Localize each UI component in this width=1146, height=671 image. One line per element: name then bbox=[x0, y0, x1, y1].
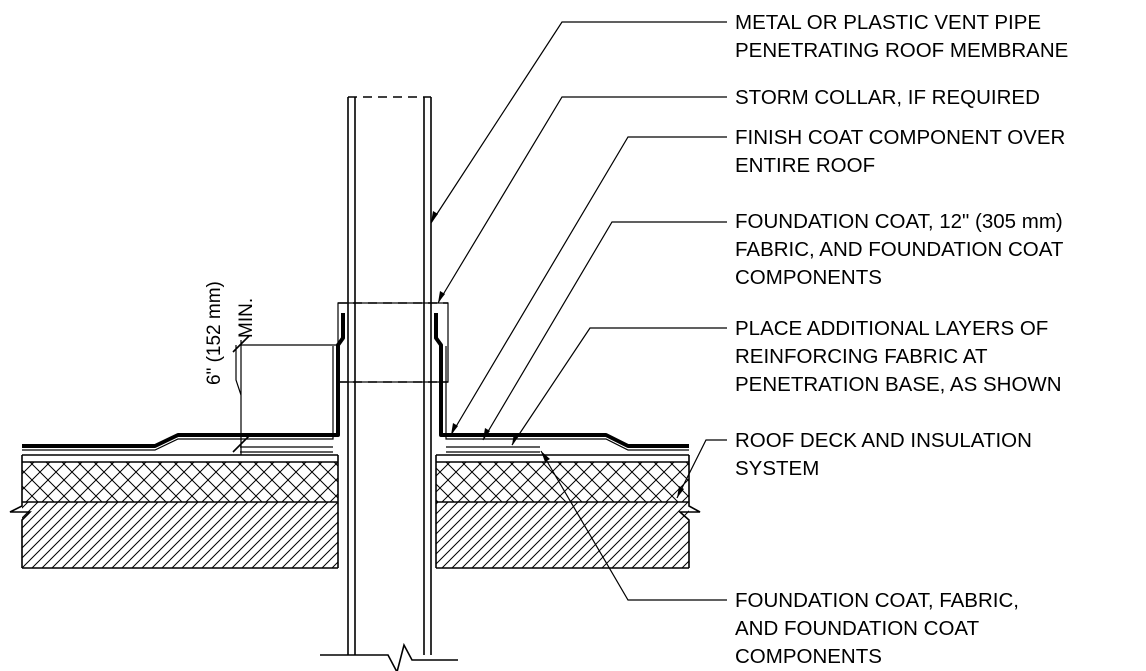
callout-storm-collar: STORM COLLAR, IF REQUIRED bbox=[735, 86, 1040, 109]
callout-foundation-12-line3: COMPONENTS bbox=[735, 266, 882, 289]
callout-additional-layers-line2: REINFORCING FABRIC AT bbox=[735, 345, 988, 368]
callout-labels: METAL OR PLASTIC VENT PIPE PENETRATING R… bbox=[735, 11, 1068, 668]
callout-roof-deck-line1: ROOF DECK AND INSULATION bbox=[735, 429, 1032, 452]
roof-deck-right bbox=[435, 454, 701, 569]
leader-lines bbox=[430, 21, 727, 601]
callout-vent-pipe-line1: METAL OR PLASTIC VENT PIPE bbox=[735, 11, 1041, 34]
dimension-value: 6" (152 mm) bbox=[204, 281, 225, 385]
dimension-qualifier: MIN. bbox=[236, 298, 257, 338]
roof-deck-left bbox=[9, 454, 339, 569]
vent-pipe bbox=[320, 96, 458, 671]
callout-additional-layers-line1: PLACE ADDITIONAL LAYERS OF bbox=[735, 317, 1048, 340]
callout-roof-deck-line2: SYSTEM bbox=[735, 457, 819, 480]
callout-foundation-12-line1: FOUNDATION COAT, 12" (305 mm) bbox=[735, 210, 1063, 233]
callout-foundation-fabric-line3: COMPONENTS bbox=[735, 645, 882, 668]
callout-finish-coat-line2: ENTIRE ROOF bbox=[735, 154, 875, 177]
callout-foundation-12-line2: FABRIC, AND FOUNDATION COAT bbox=[735, 238, 1064, 261]
membrane-left bbox=[22, 313, 345, 453]
callout-foundation-fabric-line1: FOUNDATION COAT, FABRIC, bbox=[735, 589, 1019, 612]
callout-foundation-fabric-line2: AND FOUNDATION COAT bbox=[735, 617, 980, 640]
callout-additional-layers-line3: PENETRATION BASE, AS SHOWN bbox=[735, 373, 1062, 396]
callout-vent-pipe-line2: PENETRATING ROOF MEMBRANE bbox=[735, 39, 1068, 62]
callout-finish-coat-line1: FINISH COAT COMPONENT OVER bbox=[735, 126, 1065, 149]
membrane-right bbox=[434, 313, 689, 453]
dimension-6in: 6" (152 mm) MIN. bbox=[204, 281, 338, 455]
